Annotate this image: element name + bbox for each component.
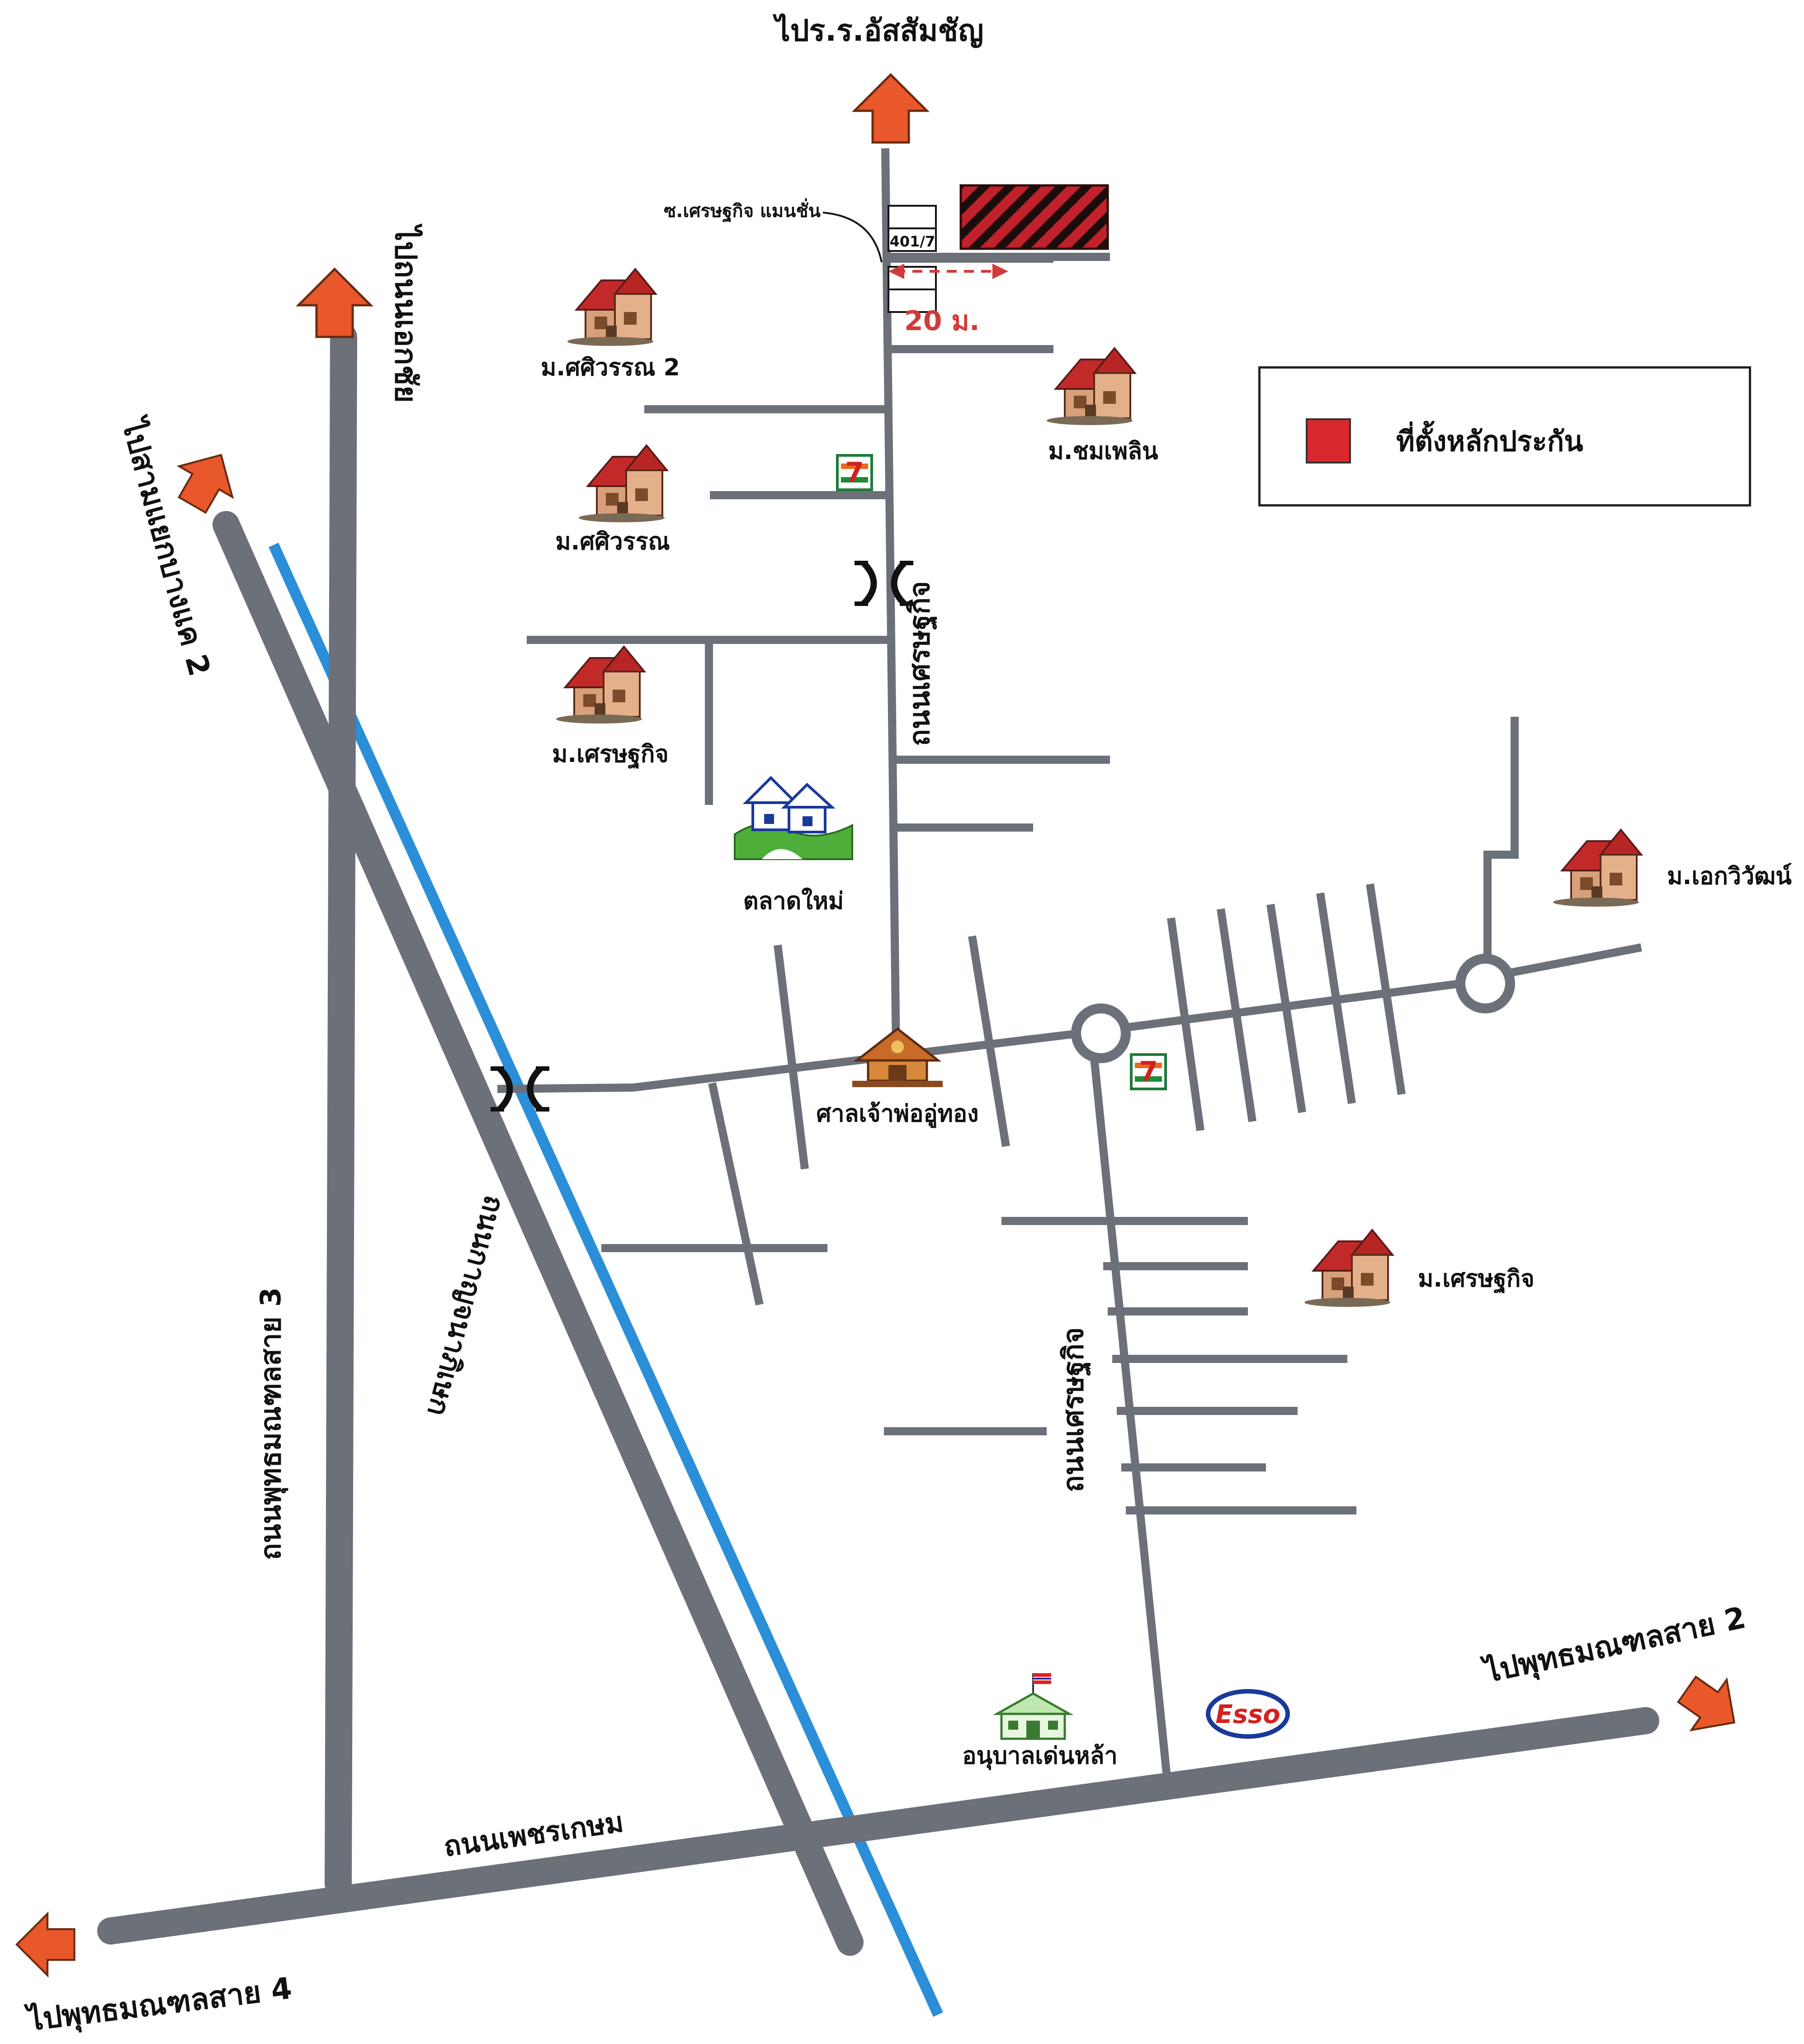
distance-label: 20 ม. xyxy=(904,305,980,337)
soi-label: ซ.เศรษฐกิจ แมนชั่น xyxy=(664,198,821,223)
house-icon-setthakit1 xyxy=(555,646,645,724)
seven-eleven-icon-north xyxy=(837,455,872,490)
arrow-northwest xyxy=(165,440,248,520)
village-label-setthakit2: ม.เศรษฐกิจ xyxy=(1418,1265,1535,1294)
arrow-north-left xyxy=(298,269,371,337)
road-label-setthakit-north: ถนนเศรษฐกิจ xyxy=(903,581,938,746)
house-icon-sasiwan xyxy=(578,445,668,523)
house-icon-setthakit2 xyxy=(1303,1229,1393,1308)
distance-arrow-left xyxy=(888,264,904,279)
direction-southeast-label: ไปพุทธมณฑลสาย 2 xyxy=(1479,1600,1749,1691)
direction-north-left-label: ไปถนนเอกชัย xyxy=(388,223,423,403)
market-icon xyxy=(734,776,853,860)
legend-swatch xyxy=(1306,418,1351,464)
house-number-label: 401/7 xyxy=(890,233,935,250)
legend-label: ที่ตั้งหลักประกัน xyxy=(1396,425,1583,458)
direction-northwest-label: ไปสามแยกบางแค 2 xyxy=(114,413,217,680)
property-marker: 401/7 xyxy=(822,184,1109,313)
market-label: ตลาดใหม่ xyxy=(743,887,844,915)
main-roads xyxy=(97,323,1659,1956)
village-label-sasiwan2: ม.ศศิวรรณ 2 xyxy=(541,354,680,381)
distance-arrow-right xyxy=(992,264,1008,279)
arrow-southwest xyxy=(17,1914,75,1975)
road-label-phutthamonthon-3: ถนนพุทธมณฑลสาย 3 xyxy=(254,1287,288,1560)
road-petchkasem xyxy=(97,1707,1659,1945)
road-phutthamonthon-3 xyxy=(325,323,357,1897)
arrow-southeast xyxy=(1669,1664,1752,1748)
village-label-setthakit1: ม.เศรษฐกิจ xyxy=(552,741,669,769)
village-label-sasiwan: ม.ศศิวรรณ xyxy=(555,528,670,555)
esso-icon: Esso xyxy=(1206,1689,1290,1739)
roundabout-east xyxy=(1455,954,1515,1013)
village-label-chomphloen: ม.ชมเพลิน xyxy=(1048,438,1158,465)
direction-southwest-label: ไปพุทธมณฑลสาย 4 xyxy=(24,1971,294,2039)
house-icon-chomphloen xyxy=(1046,347,1136,426)
soi-pointer xyxy=(822,212,883,263)
shrine-icon xyxy=(852,1027,943,1087)
kindergarten-icon xyxy=(992,1673,1074,1740)
shrine-label: ศาลเจ้าพ่ออู่ทอง xyxy=(816,1100,978,1128)
esso-label: Esso xyxy=(1215,1700,1280,1729)
legend: ที่ตั้งหลักประกัน xyxy=(1258,366,1751,506)
arrow-north-top xyxy=(855,75,927,142)
roundabout-west xyxy=(1071,1003,1131,1063)
secondary-roads xyxy=(497,148,1642,1773)
seven-eleven-icon-south xyxy=(1131,1055,1166,1089)
house-icon-sasiwan2 xyxy=(567,268,656,347)
direction-top-label: ไปร.ร.อัสสัมชัญ xyxy=(773,13,984,48)
road-kanchanaphisek xyxy=(213,511,864,1956)
canal xyxy=(269,543,943,2017)
kindergarten-label: อนุบาลเด่นหล้า xyxy=(962,1742,1117,1770)
village-label-ekawiwat: ม.เอกวิวัฒน์ xyxy=(1667,863,1792,890)
road-label-kanchanaphisek: ถนนกาญจนาภิเษก xyxy=(421,1192,511,1419)
road-label-setthakit-south: ถนนเศรษฐกิจ xyxy=(1057,1327,1091,1492)
house-icon-ekawiwat xyxy=(1552,829,1642,908)
